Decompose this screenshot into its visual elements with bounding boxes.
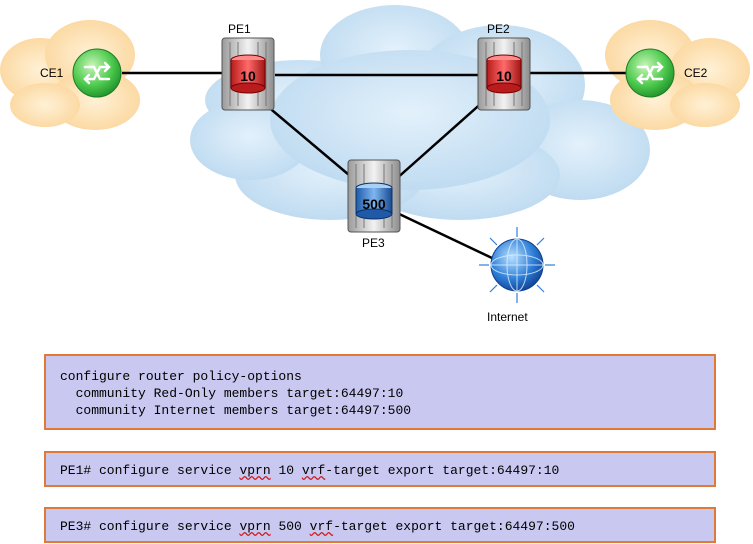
pe2-label: PE2 xyxy=(487,22,510,36)
network-diagram: CE1 CE2 10 PE1 10 P xyxy=(0,5,750,324)
internet-label: Internet xyxy=(487,310,528,324)
cmd-keyword: vrf xyxy=(309,519,334,534)
pe1-router-icon xyxy=(221,37,275,111)
pe1-command: PE1# configure service vprn 10 vrf-targe… xyxy=(60,462,700,479)
cmd-prefix: PE3# configure service xyxy=(60,519,240,534)
pe1-label: PE1 xyxy=(228,22,251,36)
ce2-label: CE2 xyxy=(684,66,708,80)
pe2-service-id: 10 xyxy=(496,68,512,84)
pe1-service-id: 10 xyxy=(240,68,256,84)
cmd-suffix: -target export target:64497:500 xyxy=(333,519,575,534)
config-line: community Red-Only members target:64497:… xyxy=(60,386,404,401)
ce1-label: CE1 xyxy=(40,66,64,80)
cmd-keyword: vrf xyxy=(301,463,326,478)
pe3-service-id: 500 xyxy=(362,196,386,212)
link-pe2-pe3 xyxy=(394,99,486,181)
cmd-service-id: 500 xyxy=(270,519,310,534)
pe3-router-icon xyxy=(347,159,401,233)
config-line: community Internet members target:64497:… xyxy=(60,403,412,418)
config-line: configure router policy-options xyxy=(60,369,302,384)
pe1-vrf-target-config-box: PE1# configure service vprn 10 vrf-targe… xyxy=(44,451,716,487)
cmd-suffix: -target export target:64497:10 xyxy=(325,463,560,478)
link-pe1-pe3 xyxy=(259,99,356,181)
provider-cloud xyxy=(190,5,650,220)
pe3-label: PE3 xyxy=(362,236,385,250)
pe3-vrf-target-config-box: PE3# configure service vprn 500 vrf-targ… xyxy=(44,507,716,543)
policy-options-config-box: configure router policy-options communit… xyxy=(44,354,716,430)
cmd-keyword: vprn xyxy=(239,463,271,478)
links xyxy=(122,71,628,260)
cmd-keyword: vprn xyxy=(239,519,271,534)
cmd-service-id: 10 xyxy=(270,463,302,478)
ce1-router-icon xyxy=(72,48,122,98)
link-pe3-internet xyxy=(394,210,493,260)
ce2-router-icon xyxy=(625,48,675,98)
pe3-command: PE3# configure service vprn 500 vrf-targ… xyxy=(60,518,700,535)
cmd-prefix: PE1# configure service xyxy=(60,463,240,478)
pe2-router-icon xyxy=(477,37,531,111)
globe-icon xyxy=(479,227,555,303)
